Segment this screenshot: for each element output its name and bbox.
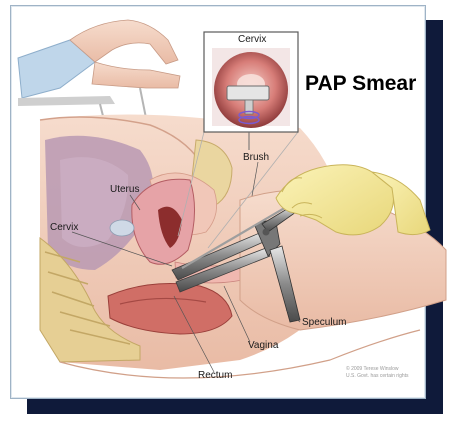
- label-cervix: Cervix: [50, 222, 78, 233]
- label-rectum: Rectum: [198, 370, 232, 381]
- copyright-credit: © 2009 Terese Winslow: [346, 366, 399, 372]
- cervix-inset: [204, 32, 298, 150]
- label-vagina: Vagina: [248, 340, 278, 351]
- patient-figure: [18, 20, 180, 120]
- label-speculum: Speculum: [302, 317, 346, 328]
- label-uterus: Uterus: [110, 184, 139, 195]
- page-title: PAP Smear: [305, 72, 416, 96]
- inset-label-cervix: Cervix: [238, 34, 266, 45]
- rights-credit: U.S. Govt. has certain rights: [346, 373, 409, 379]
- label-brush: Brush: [243, 152, 269, 163]
